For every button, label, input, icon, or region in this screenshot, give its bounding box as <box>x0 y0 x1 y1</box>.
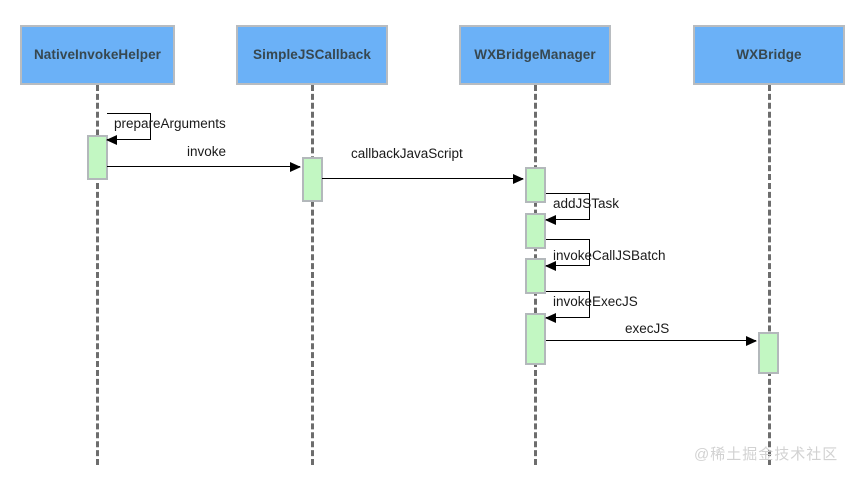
message-line-msg-invoke <box>107 166 300 167</box>
participant-label: NativeInvokeHelper <box>33 47 162 63</box>
message-label-msg-prepare-arguments: prepareArguments <box>114 116 226 131</box>
arrowhead-icon-msg-exec-js <box>746 335 757 346</box>
lifeline-native-invoke-helper <box>96 85 99 465</box>
participant-native-invoke-helper[interactable]: NativeInvokeHelper <box>20 25 175 85</box>
self-message-loop-msg-prepare-arguments <box>107 113 151 140</box>
arrowhead-icon-msg-invoke-call-js-batch <box>545 260 556 271</box>
activation-bar-act-mgr-2 <box>525 213 546 249</box>
self-message-loop-msg-invoke-call-js-batch <box>546 239 590 266</box>
message-label-msg-callback-javascript: callbackJavaScript <box>351 146 463 161</box>
message-label-msg-invoke-exec-js: invokeExecJS <box>553 294 638 309</box>
activation-bar-act-mgr-3 <box>525 258 546 294</box>
watermark: @稀土掘金技术社区 <box>694 446 839 463</box>
participant-wx-bridge-manager[interactable]: WXBridgeManager <box>459 25 611 85</box>
arrowhead-icon-msg-callback-javascript <box>513 173 524 184</box>
activation-bar-act-native-1 <box>87 135 108 180</box>
self-message-loop-msg-invoke-exec-js <box>546 291 590 318</box>
message-line-msg-exec-js <box>546 340 756 341</box>
arrowhead-icon-msg-prepare-arguments <box>106 134 117 145</box>
activation-bar-act-simple-1 <box>302 157 323 202</box>
message-label-msg-exec-js: execJS <box>625 321 670 336</box>
participant-simple-js-callback[interactable]: SimpleJSCallback <box>236 25 388 85</box>
participant-label: WXBridge <box>736 47 802 63</box>
arrowhead-icon-msg-invoke-exec-js <box>545 312 556 323</box>
activation-bar-act-mgr-1 <box>525 167 546 203</box>
message-label-msg-invoke: invoke <box>187 144 227 159</box>
arrowhead-icon-msg-invoke <box>290 161 301 172</box>
arrowhead-icon-msg-add-js-task <box>545 214 556 225</box>
lifeline-simple-js-callback <box>310 85 314 465</box>
activation-bar-act-bridge-1 <box>758 332 779 374</box>
participant-wx-bridge[interactable]: WXBridge <box>693 25 845 85</box>
participant-label: SimpleJSCallback <box>253 47 371 63</box>
message-label-msg-add-js-task: addJSTask <box>553 196 620 211</box>
activation-bar-act-mgr-4 <box>525 313 546 365</box>
message-line-msg-callback-javascript <box>322 178 523 179</box>
participant-label: WXBridgeManager <box>474 47 596 63</box>
lifeline-wx-bridge <box>767 85 771 465</box>
message-label-msg-invoke-call-js-batch: invokeCallJSBatch <box>553 248 666 263</box>
self-message-loop-msg-add-js-task <box>546 193 590 220</box>
